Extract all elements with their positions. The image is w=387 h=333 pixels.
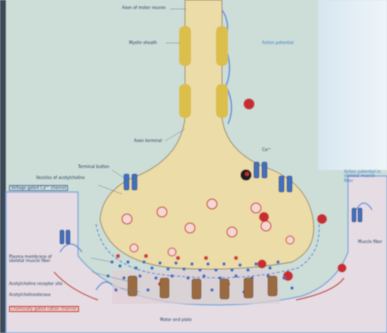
released-vesicle bbox=[204, 256, 208, 260]
calcium-ion bbox=[244, 99, 255, 110]
muscle-channel bbox=[358, 208, 362, 222]
ach-molecule bbox=[202, 274, 205, 277]
label-axon-terminal: Axon terminal bbox=[134, 139, 162, 143]
vesicle bbox=[168, 248, 176, 256]
ach-molecule bbox=[154, 276, 157, 279]
ach-molecule bbox=[198, 268, 201, 271]
ach-molecule bbox=[238, 263, 241, 266]
ach-molecule bbox=[214, 268, 217, 271]
ach-molecule bbox=[282, 276, 285, 279]
ach-receptor bbox=[128, 276, 137, 296]
myelin-sheath-segment-right-top bbox=[216, 26, 228, 66]
label-muscle-fiber: Muscle fiber bbox=[358, 240, 382, 244]
label-terminal-button: Terminal button bbox=[78, 165, 109, 169]
label-ach-receptor: Acetylcholine receptor site bbox=[9, 282, 62, 286]
label-chemically-gated-channel: Chemically gated cation channel bbox=[9, 306, 79, 312]
vesicle bbox=[207, 199, 217, 209]
left-dark-strip bbox=[0, 0, 6, 333]
ach-molecule bbox=[126, 260, 129, 263]
vesicle bbox=[251, 203, 261, 213]
ach-molecule bbox=[122, 276, 125, 279]
label-myelin-sheath: Myelin sheath bbox=[129, 41, 157, 45]
ca-channel bbox=[279, 176, 284, 192]
ach-molecule bbox=[158, 261, 161, 264]
calcium-ion-dark bbox=[241, 170, 252, 181]
ach-molecule bbox=[186, 276, 189, 279]
label-ca-channel: Voltage-gated Ca²⁺ channel bbox=[9, 185, 68, 191]
ach-receptor bbox=[268, 276, 277, 296]
ach-molecule bbox=[166, 267, 169, 270]
myelin-sheath-segment-right-bottom bbox=[216, 84, 228, 118]
ach-molecule bbox=[146, 288, 149, 291]
vesicle bbox=[185, 223, 195, 233]
muscle-channel bbox=[60, 230, 64, 244]
ca-channel bbox=[262, 162, 267, 178]
label-ca-ion: Ca²⁺ bbox=[262, 148, 271, 152]
ach-molecule bbox=[114, 288, 117, 291]
ach-molecule bbox=[150, 266, 153, 269]
myelin-sheath-segment-left-top bbox=[179, 26, 191, 66]
released-vesicle bbox=[176, 256, 180, 260]
muscle-channel bbox=[352, 208, 356, 222]
ach-molecule bbox=[246, 268, 249, 271]
label-vesicles-ach: Vesicles of acetylcholine bbox=[36, 176, 85, 180]
muscle-channel bbox=[66, 230, 70, 244]
ach-receptor bbox=[192, 279, 201, 299]
label-muscle-action-potential: Action potential in skeletal muscle fibe… bbox=[344, 170, 384, 183]
released-vesicle bbox=[144, 254, 148, 258]
ca-channel bbox=[124, 174, 129, 190]
label-acetylcholinesterase: Acetylcholinesterase bbox=[9, 293, 51, 297]
ach-molecule bbox=[174, 261, 177, 264]
ach-receptor bbox=[160, 278, 169, 298]
ach-molecule bbox=[142, 260, 145, 263]
calcium-ion bbox=[317, 214, 327, 224]
ca-channel bbox=[287, 176, 292, 192]
ach-molecule bbox=[210, 288, 213, 291]
ach-molecule bbox=[276, 260, 279, 263]
vesicle bbox=[227, 227, 237, 237]
vesicle bbox=[286, 236, 294, 244]
ach-molecule bbox=[290, 286, 293, 289]
vesicle bbox=[157, 207, 167, 217]
myelin-sheath-segment-left-bottom bbox=[179, 84, 191, 118]
ca-channel bbox=[132, 174, 137, 190]
ach-molecule bbox=[254, 262, 257, 265]
ach-molecule bbox=[222, 262, 225, 265]
vesicle bbox=[261, 221, 271, 231]
released-vesicle bbox=[234, 256, 238, 260]
released-vesicle bbox=[116, 254, 120, 258]
ach-molecule bbox=[206, 262, 209, 265]
label-axon: Axon of motor neuron bbox=[122, 6, 166, 10]
ach-receptor bbox=[220, 279, 229, 299]
ach-molecule bbox=[134, 266, 137, 269]
right-panel-edge bbox=[318, 0, 387, 170]
label-action-potential: Action potential bbox=[262, 41, 294, 45]
calcium-ion bbox=[338, 264, 347, 273]
ach-molecule bbox=[182, 267, 185, 270]
ach-receptor bbox=[244, 278, 253, 298]
label-plasma-membrane: Plasma membrane of skeletal muscle fiber bbox=[9, 255, 65, 264]
ach-molecule bbox=[230, 268, 233, 271]
label-motor-end-plate: Motor end plate bbox=[160, 318, 192, 322]
vesicle bbox=[130, 244, 138, 252]
ach-molecule bbox=[234, 274, 237, 277]
ach-molecule bbox=[190, 262, 193, 265]
ach-molecule bbox=[118, 264, 121, 267]
ach-molecule bbox=[138, 274, 141, 277]
ach-molecule bbox=[170, 274, 173, 277]
calcium-ion bbox=[258, 260, 267, 269]
ach-molecule bbox=[268, 266, 271, 269]
ca-channel bbox=[254, 162, 259, 178]
calcium-ion bbox=[259, 212, 269, 222]
calcium-ion-dark-highlight bbox=[245, 172, 249, 176]
vesicle bbox=[122, 214, 132, 224]
